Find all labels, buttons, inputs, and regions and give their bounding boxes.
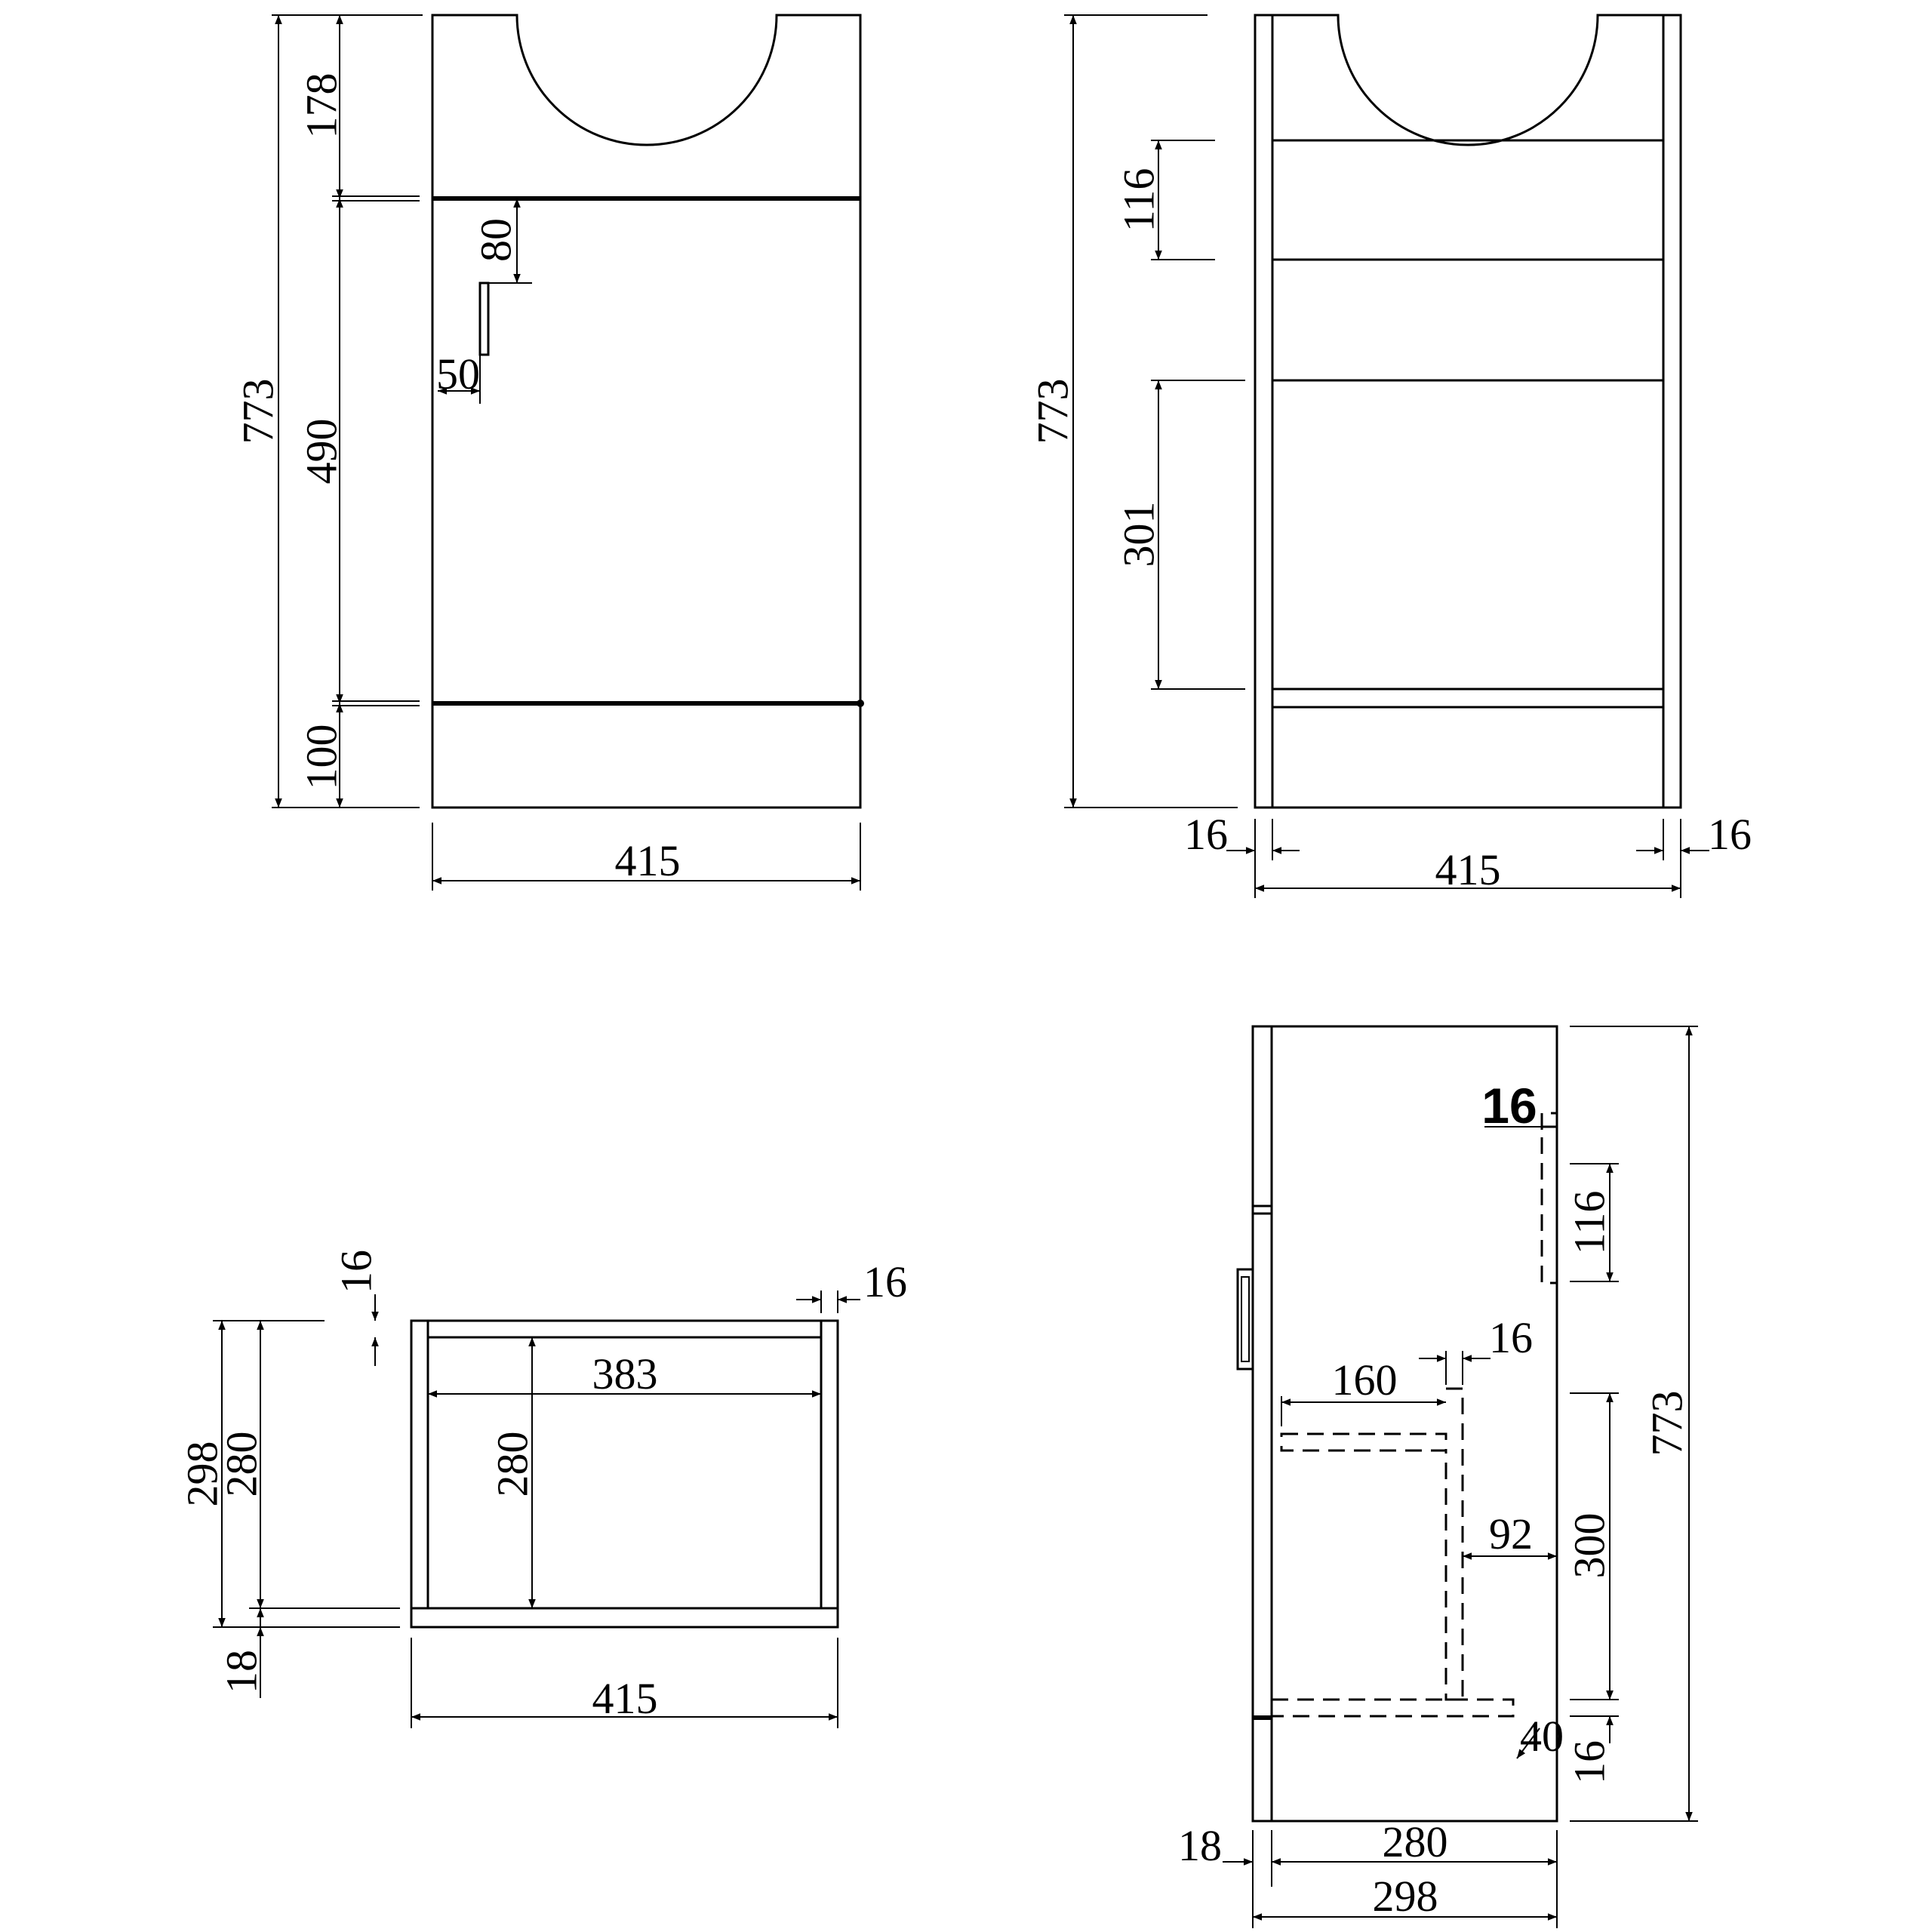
plan-inner-depth-mid-label: 280 bbox=[488, 1432, 537, 1497]
side-base-hidden bbox=[1270, 1698, 1515, 1718]
plan-view: 298 280 16 16 383 280 18 415 bbox=[177, 1250, 907, 1728]
plan-width-label: 415 bbox=[592, 1674, 658, 1723]
plan-side-thickness-label: 16 bbox=[863, 1257, 907, 1306]
side-total-depth-label: 298 bbox=[1373, 1872, 1438, 1921]
side-door-thickness-label: 18 bbox=[1178, 1821, 1222, 1870]
side-handle bbox=[1236, 1268, 1254, 1371]
handle-side-offset-label: 50 bbox=[436, 349, 480, 398]
back-right-panel-label: 16 bbox=[1708, 810, 1752, 859]
back-rail-height-label: 116 bbox=[1114, 168, 1163, 232]
side-rail-top-hidden bbox=[1540, 1112, 1557, 1130]
plan-inner-depth-label: 280 bbox=[217, 1432, 266, 1497]
side-base-thickness-label: 16 bbox=[1564, 1740, 1614, 1784]
side-total-height-label: 773 bbox=[1642, 1391, 1691, 1457]
back-left-panel-label: 16 bbox=[1184, 810, 1228, 859]
back-width-label: 415 bbox=[1435, 845, 1501, 894]
plan-outline bbox=[410, 1319, 839, 1629]
side-shelf-thickness-label: 16 bbox=[1489, 1313, 1533, 1362]
plan-back-thickness-label: 16 bbox=[331, 1250, 380, 1294]
side-rail-hidden bbox=[1540, 1125, 1557, 1284]
back-cabinet-outline bbox=[1254, 14, 1682, 809]
side-rear-gap-label: 92 bbox=[1489, 1509, 1533, 1558]
front-door-height-label: 490 bbox=[297, 419, 346, 485]
side-opening-height-label: 300 bbox=[1564, 1513, 1614, 1579]
side-top-offset-label: 16 bbox=[1481, 1078, 1537, 1134]
front-plinth-label: 100 bbox=[297, 724, 346, 790]
plan-inner-width-label: 383 bbox=[592, 1349, 658, 1398]
side-rail-height-label: 116 bbox=[1564, 1191, 1614, 1255]
side-inner-depth-label: 280 bbox=[1383, 1817, 1448, 1866]
side-outline bbox=[1251, 1025, 1558, 1823]
plan-depth-label: 298 bbox=[177, 1441, 226, 1507]
back-opening-height-label: 301 bbox=[1114, 502, 1163, 568]
front-view: 773 178 490 100 80 50 415 bbox=[233, 14, 864, 891]
door-handle bbox=[478, 281, 490, 356]
handle-top-offset-label: 80 bbox=[471, 218, 520, 262]
side-shelf-depth-label: 160 bbox=[1332, 1355, 1398, 1404]
front-total-height-label: 773 bbox=[233, 379, 282, 445]
plan-front-thickness-label: 18 bbox=[217, 1650, 266, 1694]
back-view: 773 116 301 16 16 415 bbox=[1028, 14, 1752, 898]
side-view: 16 116 16 160 773 92 300 40 16 18 280 29… bbox=[1178, 1025, 1698, 1928]
side-shelf-hidden bbox=[1280, 1432, 1447, 1452]
side-bottom-gap-dim bbox=[1516, 1727, 1540, 1759]
back-total-height-label: 773 bbox=[1028, 379, 1077, 445]
front-width-label: 415 bbox=[615, 836, 681, 885]
side-handle-inner bbox=[1241, 1276, 1250, 1362]
front-top-panel-label: 178 bbox=[297, 73, 346, 139]
side-upright-hidden bbox=[1444, 1387, 1464, 1701]
side-bottom-gap-label: 40 bbox=[1520, 1712, 1564, 1761]
front-cabinet-outline bbox=[431, 14, 862, 809]
front-hinge-dot bbox=[857, 700, 864, 707]
